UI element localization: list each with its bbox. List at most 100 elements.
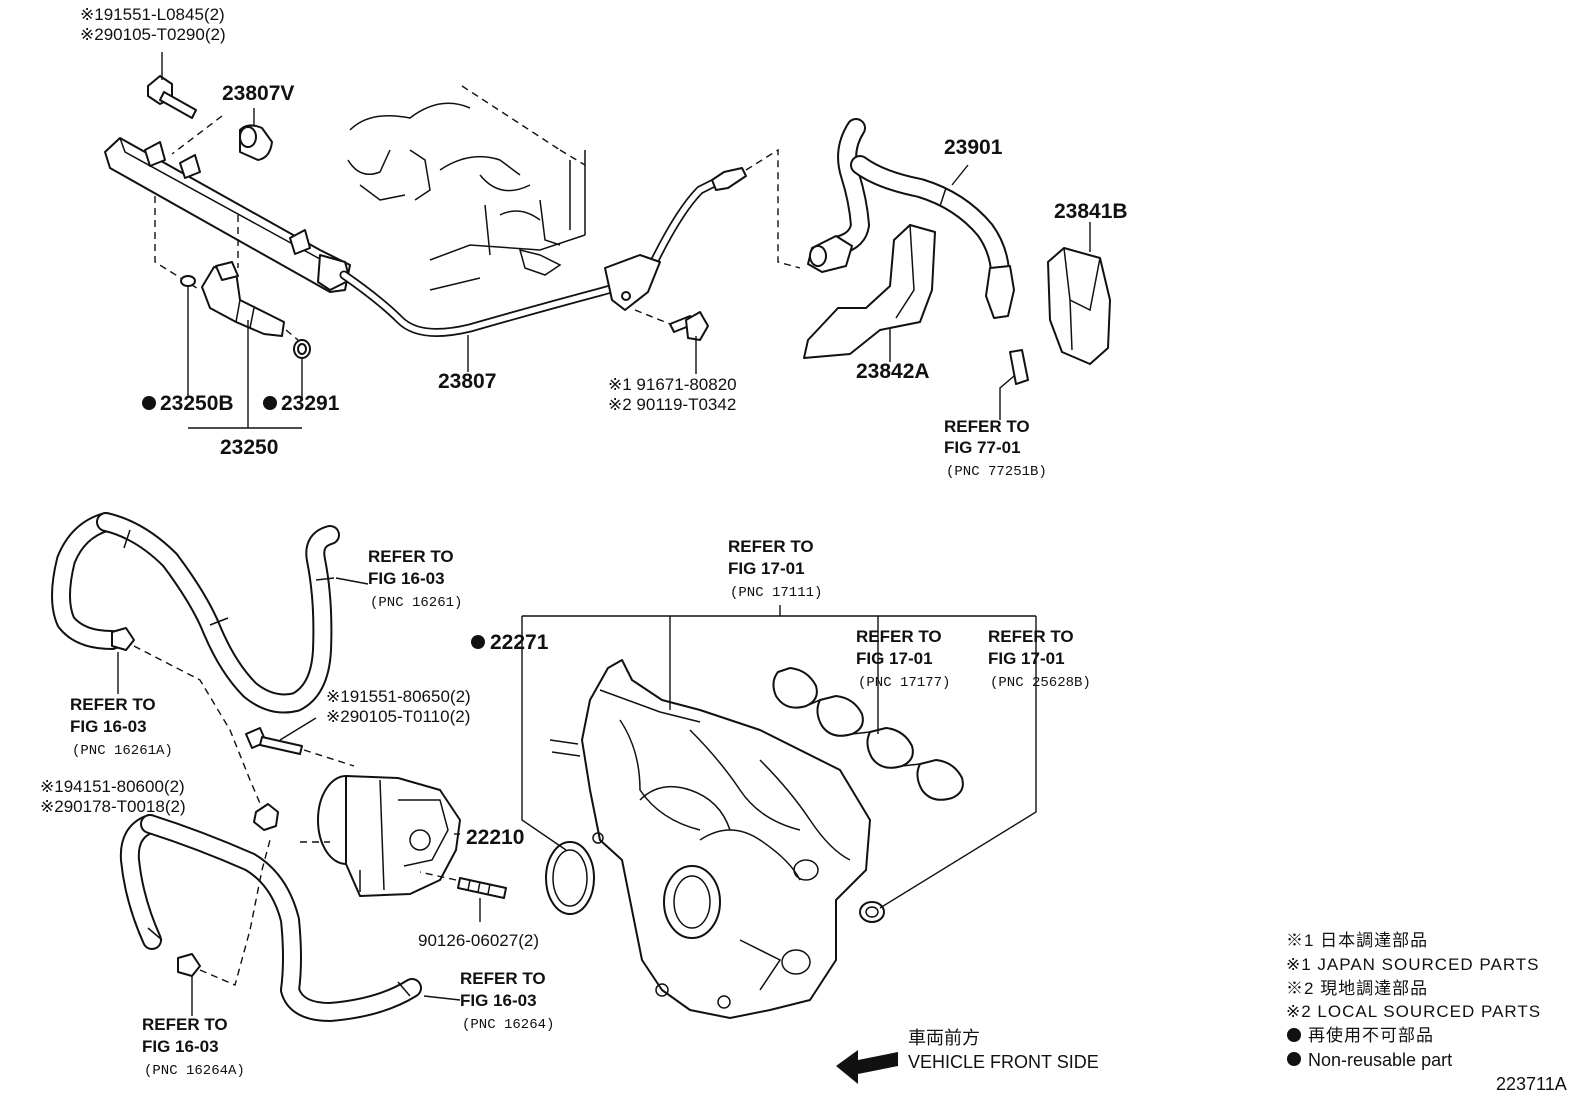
- label-23842A: 23842A: [856, 360, 930, 383]
- fig16c-line2: FIG 16-03: [460, 991, 537, 1010]
- tb-bolt-callout-1: ※191551-80650(2): [326, 687, 471, 706]
- fig16a-line3: (PNC 16261): [370, 595, 462, 611]
- bracket-bolt-callout-1: ※1 91671-80820: [608, 375, 737, 394]
- figure-id: 223711A: [1496, 1074, 1567, 1094]
- fig17b-line3: (PNC 17177): [858, 675, 950, 691]
- manifold-gasket: [772, 667, 964, 801]
- fig16b-line2: FIG 16-03: [70, 717, 147, 736]
- fig16c-line1: REFER TO: [460, 969, 546, 988]
- fig77-line2: FIG 77-01: [944, 438, 1021, 457]
- fig17c-line1: REFER TO: [988, 627, 1074, 646]
- legend-line-4: ※2 LOCAL SOURCED PARTS: [1286, 1002, 1541, 1021]
- fig16d-line2: FIG 16-03: [142, 1037, 219, 1056]
- fuel-pipe: [339, 167, 747, 337]
- clip-upper-dash: [133, 645, 263, 809]
- legend-line-3: ※2 現地調達部品: [1286, 979, 1428, 998]
- hose-clip-lower: [177, 953, 201, 977]
- non-reusable-dot-23250B: [142, 396, 156, 410]
- label-stud: 90126-06027(2): [418, 931, 539, 950]
- vehicle-front-arrow-icon: [836, 1050, 898, 1084]
- pipe-to-hose-dash: [745, 148, 801, 269]
- label-23291: 23291: [281, 392, 340, 415]
- fig17a-line3: (PNC 17111): [730, 585, 822, 601]
- clip-lower-dash: [199, 839, 271, 986]
- legend: ※1 日本調達部品 ※1 JAPAN SOURCED PARTS ※2 現地調達…: [1286, 931, 1541, 1070]
- leader-tb-bolt: [279, 717, 317, 741]
- label-22271: 22271: [490, 631, 549, 654]
- clip-bolt-callout-2: ※290178-T0018(2): [40, 797, 186, 816]
- fig17c-line2: FIG 17-01: [988, 649, 1065, 668]
- fig16d-line3: (PNC 16264A): [144, 1063, 245, 1079]
- label-23841B: 23841B: [1054, 200, 1128, 223]
- bracket-bolt: [669, 311, 709, 341]
- throttle-stud-dash: [419, 871, 457, 881]
- fig17c-line3: (PNC 25628B): [990, 675, 1091, 691]
- fig17b-line1: REFER TO: [856, 627, 942, 646]
- legend-line-1: ※1 日本調達部品: [1286, 931, 1428, 950]
- fig17b-line2: FIG 17-01: [856, 649, 933, 668]
- label-23807V: 23807V: [222, 82, 294, 105]
- bracket-bolt-dash: [634, 309, 671, 325]
- bracket-fig17: [521, 605, 1037, 909]
- throttle-stud: [457, 877, 507, 899]
- fig16c-line3: (PNC 16264): [462, 1017, 554, 1033]
- water-bypass-hose-lower: [119, 814, 422, 1022]
- non-reusable-dot-22271: [471, 635, 485, 649]
- tb-bolt-callout-2: ※290105-T0110(2): [326, 707, 470, 726]
- leader-fig16c: [423, 995, 461, 1001]
- label-23807: 23807: [438, 370, 496, 393]
- fig77-line3: (PNC 77251B): [946, 464, 1047, 480]
- fig77-hose: [1009, 349, 1029, 385]
- leader-fig77: [999, 375, 1015, 420]
- legend-dot-1: [1287, 1028, 1301, 1042]
- rail-spacer: [239, 124, 273, 161]
- legend-line-2: ※1 JAPAN SOURCED PARTS: [1286, 955, 1540, 974]
- label-23901: 23901: [944, 136, 1003, 159]
- fig16b-line1: REFER TO: [70, 695, 156, 714]
- fig16d-line1: REFER TO: [142, 1015, 228, 1034]
- leader-23901: [951, 164, 969, 186]
- legend-dot-2: [1287, 1052, 1301, 1066]
- throttle-bolt-dash: [303, 749, 355, 767]
- fuel-injector: [201, 261, 285, 337]
- fuel-rail: [104, 137, 351, 293]
- vacuum-hose: [807, 118, 1015, 319]
- hose-clip-upper: [111, 627, 135, 651]
- legend-line-6: Non-reusable part: [1308, 1050, 1452, 1070]
- fig16b-line3: (PNC 16261A): [72, 743, 173, 759]
- throttle-body: [317, 775, 461, 897]
- bracket-bolt-callout-2: ※2 90119-T0342: [608, 395, 736, 414]
- injector-insulator: [293, 339, 311, 359]
- front-label-jp: 車両前方: [908, 1028, 980, 1048]
- top-bolt-callout-1: ※191551-L0845(2): [80, 5, 225, 24]
- rail-bolt: [147, 75, 197, 119]
- engine-head-sketch: [347, 85, 586, 291]
- small-gasket: [859, 901, 885, 923]
- insulator-dash: [285, 329, 299, 341]
- vsv-valve: [1047, 247, 1111, 365]
- leader-23250: [188, 320, 302, 429]
- clip-bolt-callout-1: ※194151-80600(2): [40, 777, 185, 796]
- throttle-bolt: [245, 727, 303, 755]
- front-label-en: VEHICLE FRONT SIDE: [908, 1052, 1099, 1072]
- label-23250: 23250: [220, 436, 278, 459]
- fig16a-line1: REFER TO: [368, 547, 454, 566]
- label-23250B: 23250B: [160, 392, 234, 415]
- vsv-bracket: [803, 224, 936, 359]
- hose-clip-bolt-part: [253, 803, 279, 831]
- water-bypass-hose-upper: [51, 512, 340, 714]
- leader-fig16a: [335, 577, 369, 585]
- top-bolt-callout-2: ※290105-T0290(2): [80, 25, 226, 44]
- throttle-gasket: [545, 841, 595, 915]
- fig16a-line2: FIG 16-03: [368, 569, 445, 588]
- intake-manifold: [549, 659, 871, 1019]
- injector-o-ring: [180, 275, 196, 287]
- non-reusable-dot-23291: [263, 396, 277, 410]
- fig17a-line1: REFER TO: [728, 537, 814, 556]
- legend-line-5: 再使用不可部品: [1308, 1025, 1434, 1045]
- rail-bolt-dash: [171, 115, 223, 155]
- fig77-line1: REFER TO: [944, 417, 1030, 436]
- label-22210: 22210: [466, 826, 524, 849]
